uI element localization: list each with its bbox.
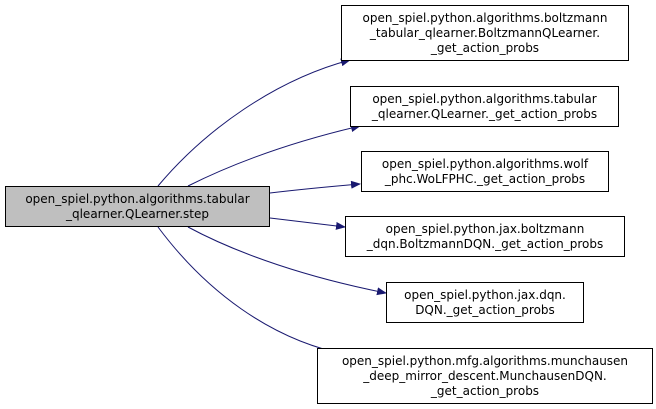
node-wolfphc-get-action-probs[interactable]: open_spiel.python.algorithms.wolf _phc.W… (361, 151, 609, 192)
node-label-line: _get_action_probs (430, 40, 540, 55)
node-label-line: DQN._get_action_probs (415, 302, 555, 317)
node-label-line: open_spiel.python.algorithms.boltzmann (362, 10, 608, 25)
node-label-line: _qlearner.QLearner._get_action_probs (371, 106, 598, 121)
node-label-line: open_spiel.python.algorithms.tabular (372, 91, 597, 106)
edge-to-boltzmann-tabular-qlearner (157, 58, 351, 187)
node-boltzmann-dqn-get-action-probs[interactable]: open_spiel.python.jax.boltzmann _dqn.Bol… (345, 216, 625, 257)
node-label-line: _qlearner.QLearner.step (65, 206, 209, 221)
node-label-line: open_spiel.python.algorithms.wolf (381, 156, 589, 171)
edge-to-jax-boltzmann-dqn (269, 217, 346, 230)
edge-to-munchausen-dqn (157, 226, 349, 358)
node-label-line: open_spiel.python.mfg.algorithms.munchau… (341, 353, 629, 368)
node-qlearner-step[interactable]: open_spiel.python.algorithms.tabular _ql… (5, 186, 270, 227)
node-label-line: open_spiel.python.algorithms.tabular (25, 191, 250, 206)
node-qlearner-get-action-probs[interactable]: open_spiel.python.algorithms.tabular _ql… (350, 86, 619, 127)
node-label-line: open_spiel.python.jax.boltzmann (385, 221, 585, 236)
node-label-line: open_spiel.python.jax.dqn. (404, 287, 566, 302)
node-label-line: _tabular_qlearner.BoltzmannQLearner. (369, 25, 601, 40)
node-dqn-get-action-probs[interactable]: open_spiel.python.jax.dqn. DQN._get_acti… (386, 282, 584, 323)
node-munchausen-dqn-get-action-probs[interactable]: open_spiel.python.mfg.algorithms.munchau… (317, 348, 653, 404)
edge-to-wolf-phc (269, 180, 361, 194)
node-label-line: _get_action_probs (430, 383, 540, 398)
node-label-line: _dqn.BoltzmannDQN._get_action_probs (366, 236, 604, 251)
node-label-line: _deep_mirror_descent.MunchausenDQN. (363, 368, 607, 383)
node-boltzmann-qlearner-get-action-probs[interactable]: open_spiel.python.algorithms.boltzmann _… (341, 5, 629, 61)
node-label-line: _phc.WoLFPHC._get_action_probs (384, 171, 586, 186)
edge-to-tabular-qlearner-get-action-probs (187, 124, 361, 187)
edge-to-jax-dqn (187, 226, 387, 296)
